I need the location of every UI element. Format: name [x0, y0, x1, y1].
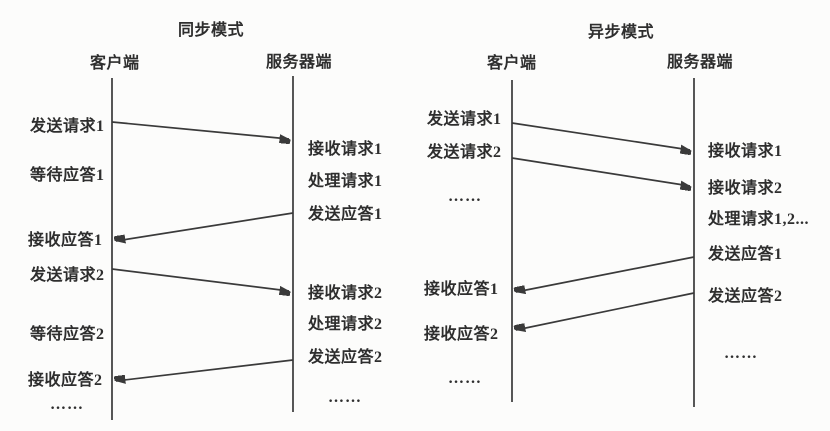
sync-client-event-recv-response-2: 接收应答2: [28, 372, 103, 389]
sync-arrow-request-1: [111, 121, 289, 139]
sync-client-ellipsis: ……: [50, 396, 84, 413]
sync-title: 同步模式: [178, 22, 245, 39]
sync-client-event-wait-response-2: 等待应答2: [30, 326, 105, 343]
sync-client-event-recv-response-1: 接收应答1: [28, 232, 103, 249]
async-arrow-response-1: [516, 256, 695, 292]
async-client-ellipsis-bottom: ……: [448, 370, 482, 387]
sync-arrow-response-2: [116, 359, 294, 381]
sync-server-event-recv-request-1: 接收请求1: [308, 141, 383, 158]
async-server-event-process-requests: 处理请求1,2...: [708, 211, 810, 228]
async-client-event-send-request-2: 发送请求2: [427, 144, 502, 161]
async-client-ellipsis-top: ……: [448, 188, 482, 205]
sync-server-ellipsis: ……: [328, 389, 362, 406]
async-client-header: 客户端: [487, 55, 537, 72]
sync-server-event-send-response-1: 发送应答1: [308, 206, 383, 223]
async-arrow-request-1: [511, 122, 690, 150]
async-client-event-recv-response-1: 接收应答1: [424, 281, 499, 298]
sync-client-header: 客户端: [90, 55, 140, 72]
sync-client-event-send-request-2: 发送请求2: [30, 267, 105, 284]
async-title: 异步模式: [588, 24, 655, 41]
sync-server-event-recv-request-2: 接收请求2: [308, 285, 383, 302]
sync-server-event-send-response-2: 发送应答2: [308, 349, 383, 366]
async-server-event-recv-request-2: 接收请求2: [708, 180, 783, 197]
async-arrow-request-2: [511, 157, 690, 186]
async-server-event-send-response-2: 发送应答2: [708, 288, 783, 305]
async-client-event-send-request-1: 发送请求1: [427, 111, 502, 128]
sync-server-header: 服务器端: [266, 54, 333, 71]
sync-server-event-process-request-1: 处理请求1: [308, 173, 383, 190]
sync-server-event-process-request-2: 处理请求2: [308, 316, 383, 333]
sync-client-event-wait-response-1: 等待应答1: [30, 167, 105, 184]
sync-client-event-send-request-1: 发送请求1: [30, 118, 105, 135]
async-arrow-response-2: [516, 292, 695, 330]
sync-arrow-request-2: [111, 268, 289, 291]
async-client-event-recv-response-2: 接收应答2: [424, 326, 499, 343]
async-server-event-send-response-1: 发送应答1: [708, 246, 783, 263]
async-server-header: 服务器端: [667, 54, 734, 71]
async-server-event-recv-request-1: 接收请求1: [708, 143, 783, 160]
async-server-ellipsis: ……: [724, 345, 758, 362]
sync-arrow-response-1: [116, 212, 294, 241]
